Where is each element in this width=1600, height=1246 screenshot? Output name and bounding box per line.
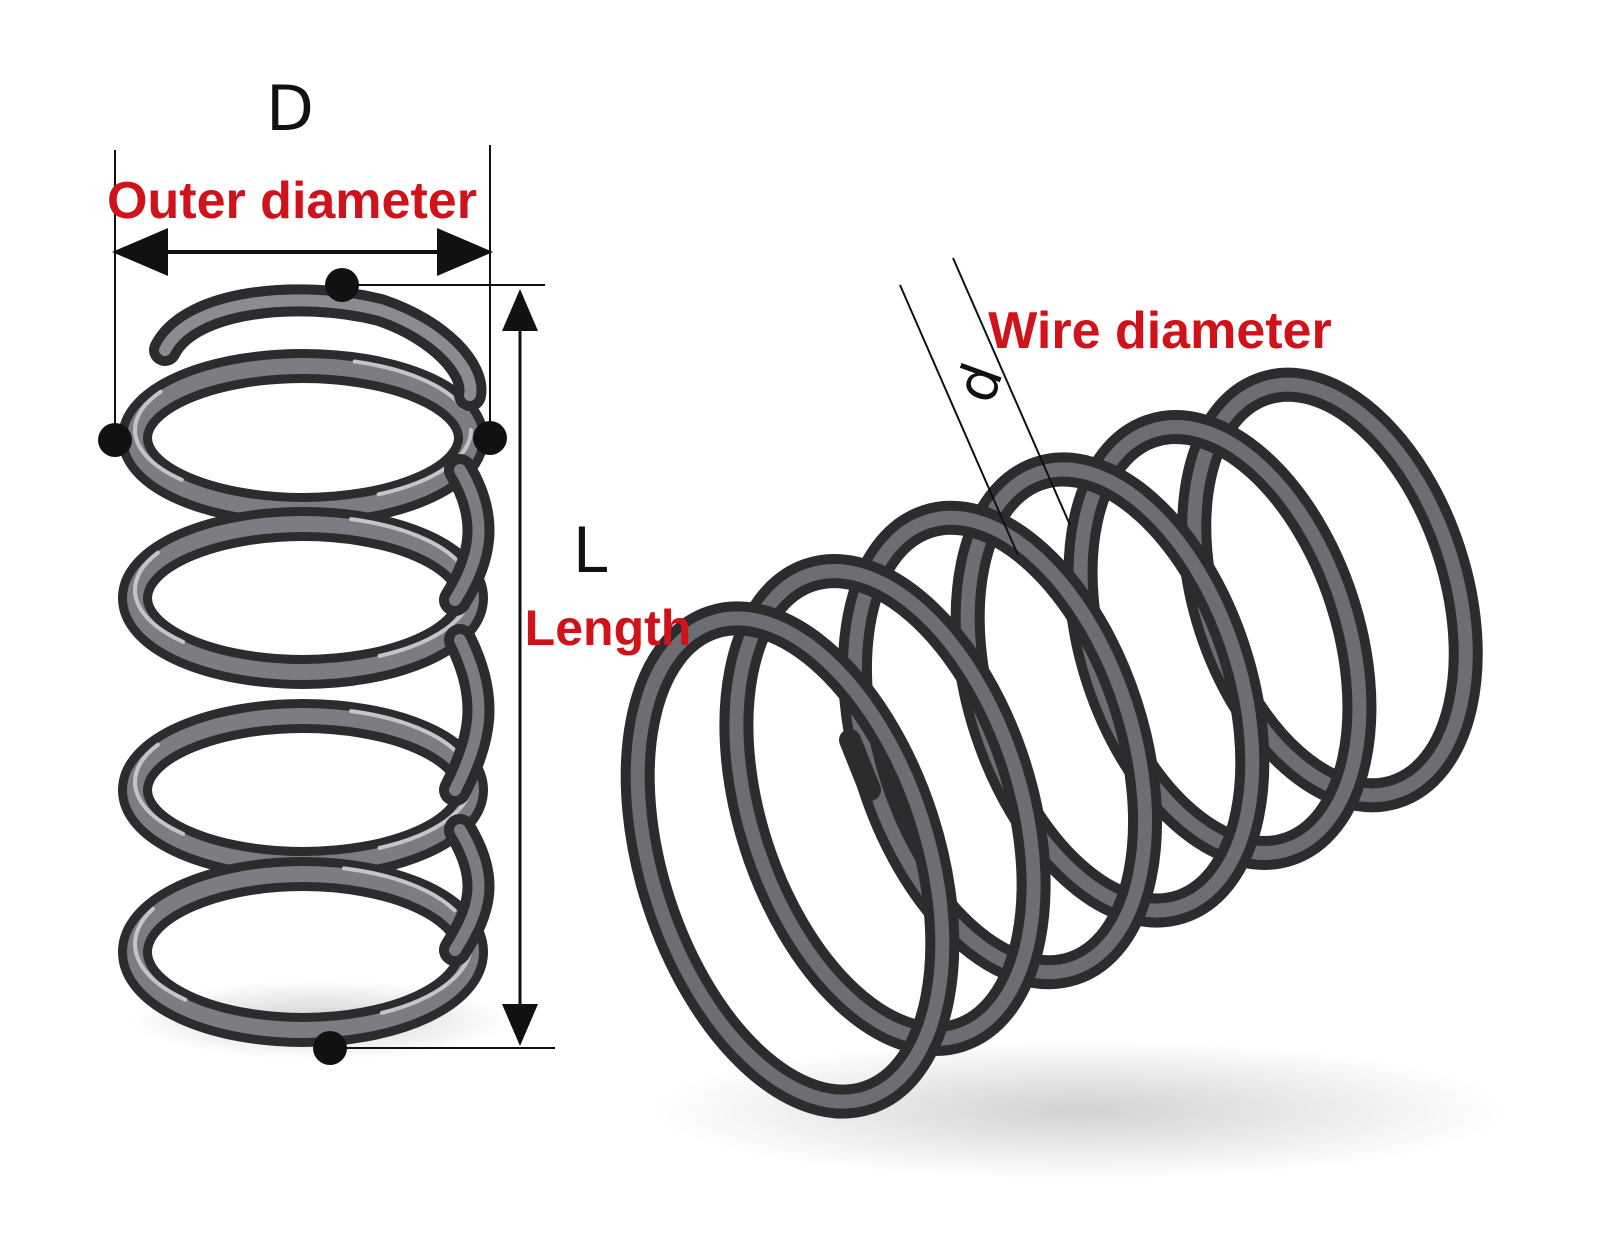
left-spring-coil — [118, 699, 488, 881]
wire-diameter-label: Wire diameter — [988, 302, 1331, 360]
length-label: Length — [525, 600, 692, 656]
right-spring-coil — [1063, 410, 1377, 870]
left-spring-coil — [118, 349, 488, 527]
outer-diameter-symbol: D — [266, 72, 314, 145]
length-point-top — [325, 268, 359, 302]
wire-diameter-dimension — [899, 257, 1071, 556]
right-spring — [620, 367, 1483, 1119]
right-spring-wire-end — [839, 729, 881, 801]
right-spring-coil — [620, 601, 960, 1119]
right-spring-shadow — [650, 1040, 1510, 1180]
wire-diameter-symbol: d — [943, 355, 1016, 411]
right-spring-coil — [719, 554, 1051, 1056]
outer-diameter-label: Outer diameter — [107, 172, 477, 230]
length-dimension — [313, 268, 555, 1065]
outer-diameter-dimension — [98, 145, 507, 457]
length-point-bottom — [313, 1031, 347, 1065]
left-spring — [118, 284, 495, 1047]
outer-diameter-point-right — [473, 421, 507, 455]
length-symbol: L — [573, 514, 608, 587]
left-spring-coil — [118, 507, 488, 689]
outer-diameter-point-left — [98, 423, 132, 457]
